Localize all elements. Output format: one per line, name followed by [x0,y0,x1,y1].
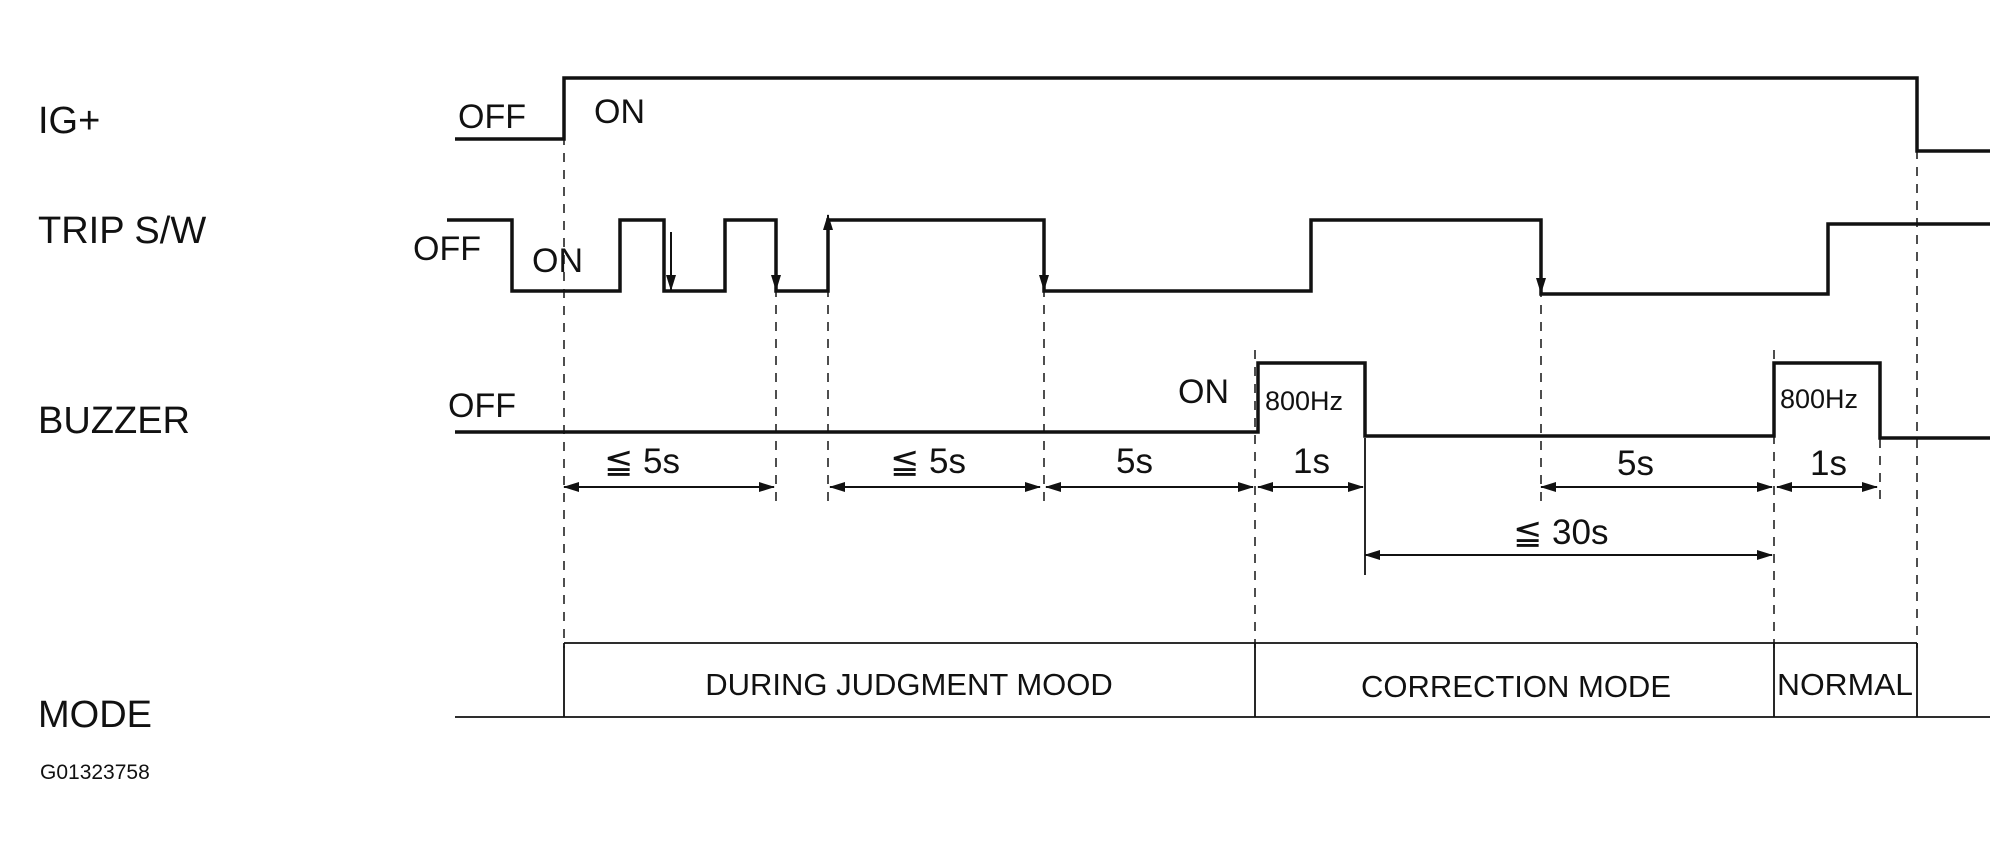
trip-off-label: OFF [413,230,481,268]
duration-correction-limit: ≦ 30s [1513,513,1608,552]
trip-switch-signal-label: TRIP S/W [38,210,206,252]
trip-switch-edge-arrows [666,214,1546,294]
ig-off-label: OFF [458,98,526,136]
mode-judgment: DURING JUDGMENT MOOD [705,667,1113,702]
buzzer-waveform [455,361,1990,440]
duration-wait-2: 5s [1617,444,1654,483]
buzzer-pulse-frequency-1: 800Hz [1265,386,1343,416]
duration-buzz-2: 1s [1810,444,1847,483]
duration-press-2: ≦ 5s [890,442,966,481]
mode-correction: CORRECTION MODE [1361,669,1671,704]
ig-on-label: ON [594,93,645,131]
ig-waveform [455,76,1990,153]
duration-arrows [563,438,1878,575]
trip-on-label: ON [532,242,583,280]
mode-normal: NORMAL [1777,667,1913,702]
ig-signal-label: IG+ [38,100,100,142]
mode-signal-label: MODE [38,694,152,736]
buzzer-pulse-frequency-2: 800Hz [1780,384,1858,414]
duration-wait-1: 5s [1116,442,1153,481]
mode-bar [455,642,1990,718]
trip-switch-waveform [447,218,1990,296]
buzzer-on-label: ON [1178,373,1229,411]
duration-buzz-1: 1s [1293,442,1330,481]
buzzer-signal-label: BUZZER [38,400,190,442]
duration-press-1: ≦ 5s [604,442,680,481]
buzzer-off-label: OFF [448,387,516,425]
figure-code: G01323758 [40,761,150,784]
reference-dash-lines [563,102,1918,648]
